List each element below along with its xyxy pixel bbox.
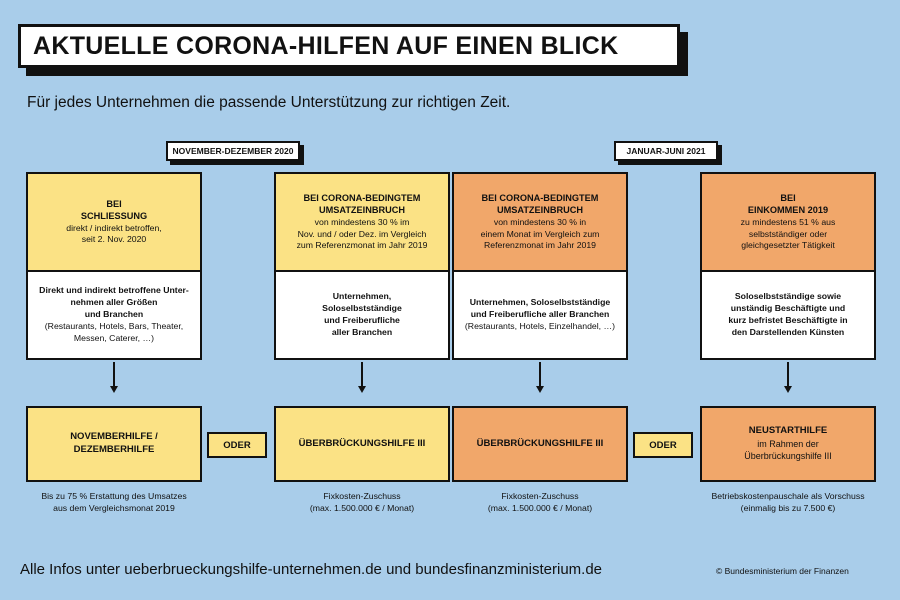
oder-badge: ODER	[633, 432, 693, 458]
caption-line: Fixkosten-Zuschuss	[501, 491, 579, 501]
card-target-text: Soloselbstständige	[322, 302, 402, 313]
oder-badge: ODER	[207, 432, 267, 458]
program-title: NOVEMBERHILFE /	[70, 431, 158, 443]
footer-links-text: Alle Infos unter ueberbrueckungshilfe-un…	[20, 561, 603, 578]
card-target-text: Soloselbstständige sowie	[734, 290, 842, 301]
program-box-bridging-aid-2021: ÜBERBRÜCKUNGSHILFE III	[452, 406, 628, 482]
card-target-text: Direkt und indirekt betroffene Unter-	[39, 284, 189, 295]
arrow-down-icon	[539, 362, 541, 386]
card-target-text: (Restaurants, Hotels, Bars, Theater,	[44, 321, 184, 332]
card-condition: BEI SCHLIESSUNG direkt / indirekt betrof…	[28, 174, 200, 272]
card-heading: UMSATZEINBRUCH	[318, 205, 406, 216]
arrow-down-icon	[113, 362, 115, 386]
card-target-text: nehmen aller Größen	[70, 296, 158, 307]
caption-line: (einmalig bis zu 7.500 €)	[740, 503, 836, 514]
page-subtitle: Für jedes Unternehmen die passende Unter…	[27, 94, 511, 111]
period-tag-second: JANUAR-JUNI 2021	[614, 141, 718, 161]
card-text: zum Referenzmonat im Jahr 2019	[296, 240, 428, 251]
card-text: selbstständiger oder	[748, 228, 828, 239]
eligibility-card-revenue-drop-2020: BEI CORONA-BEDINGTEM UMSATZEINBRUCH von …	[274, 172, 450, 360]
card-text: gleichgesetzter Tätigkeit	[741, 240, 835, 251]
card-heading: SCHLIESSUNG	[80, 211, 148, 222]
card-target-text: Unternehmen, Soloselbstständige	[469, 296, 611, 307]
program-subtitle: im Rahmen der	[757, 439, 819, 450]
arrow-head-icon	[536, 386, 544, 393]
caption-line: Bis zu 75 % Erstattung des Umsatzes	[41, 491, 187, 501]
card-text: Referenzmonat im Jahr 2019	[483, 240, 597, 251]
copyright-text: © Bundesministerium der Finanzen	[716, 566, 849, 576]
program-box-restart-aid: NEUSTARTHILFE im Rahmen der Überbrückung…	[700, 406, 876, 482]
program-title: ÜBERBRÜCKUNGSHILFE III	[476, 437, 604, 449]
card-condition: BEI CORONA-BEDINGTEM UMSATZEINBRUCH von …	[276, 174, 448, 272]
card-condition: BEI CORONA-BEDINGTEM UMSATZEINBRUCH von …	[454, 174, 626, 272]
card-text: zu mindestens 51 % aus	[740, 216, 836, 227]
card-target-text: und Branchen	[84, 308, 144, 319]
eligibility-card-income-2019: BEI EINKOMMEN 2019 zu mindestens 51 % au…	[700, 172, 876, 360]
eligibility-card-closure: BEI SCHLIESSUNG direkt / indirekt betrof…	[26, 172, 202, 360]
card-target-text: (Restaurants, Hotels, Einzelhandel, …)	[464, 321, 616, 332]
program-title: DEZEMBERHILFE	[73, 444, 155, 455]
card-heading: UMSATZEINBRUCH	[496, 205, 584, 216]
period-label-first: NOVEMBER-DEZEMBER 2020	[172, 146, 294, 156]
oder-label: ODER	[649, 439, 677, 451]
program-box-november-december: NOVEMBERHILFE / DEZEMBERHILFE	[26, 406, 202, 482]
program-title: ÜBERBRÜCKUNGSHILFE III	[298, 437, 426, 449]
page-title: AKTUELLE CORONA-HILFEN AUF EINEN BLICK	[33, 31, 619, 60]
card-target-text: und Freiberufliche aller Branchen	[470, 308, 610, 319]
eligibility-card-revenue-drop-2021: BEI CORONA-BEDINGTEM UMSATZEINBRUCH von …	[452, 172, 628, 360]
caption-line: (max. 1.500.000 € / Monat)	[487, 503, 593, 514]
title-box: AKTUELLE CORONA-HILFEN AUF EINEN BLICK	[18, 24, 680, 68]
program-box-bridging-aid-2020: ÜBERBRÜCKUNGSHILFE III	[274, 406, 450, 482]
card-target-text: unständig Beschäftigte und	[730, 302, 846, 313]
card-target-text: den Darstellenden Künsten	[731, 327, 845, 338]
card-target-group: Unternehmen, Soloselbstständige und Frei…	[454, 270, 626, 358]
card-heading: BEI	[780, 192, 796, 203]
card-text: einem Monat im Vergleich zum	[480, 228, 600, 239]
card-text: seit 2. Nov. 2020	[81, 234, 147, 245]
arrow-head-icon	[110, 386, 118, 393]
caption-line: Betriebskostenpauschale als Vorschuss	[711, 491, 865, 501]
card-target-text: aller Branchen	[331, 327, 393, 338]
card-heading: BEI CORONA-BEDINGTEM	[303, 192, 421, 203]
card-target-group: Unternehmen, Soloselbstständige und Frei…	[276, 270, 448, 358]
program-title: NEUSTARTHILFE	[748, 425, 828, 437]
arrow-down-icon	[787, 362, 789, 386]
caption-line: Fixkosten-Zuschuss	[323, 491, 401, 501]
program-caption: Fixkosten-Zuschuss (max. 1.500.000 € / M…	[264, 490, 460, 514]
card-text: Nov. und / oder Dez. im Vergleich	[297, 228, 427, 239]
period-tag-first: NOVEMBER-DEZEMBER 2020	[166, 141, 300, 161]
period-label-second: JANUAR-JUNI 2021	[626, 146, 706, 156]
card-text: direkt / indirekt betroffen,	[66, 222, 162, 233]
arrow-down-icon	[361, 362, 363, 386]
card-target-group: Soloselbstständige sowie unständig Besch…	[702, 270, 874, 358]
arrow-head-icon	[784, 386, 792, 393]
program-caption: Fixkosten-Zuschuss (max. 1.500.000 € / M…	[442, 490, 638, 514]
program-subtitle: Überbrückungshilfe III	[744, 451, 832, 462]
card-target-text: Messen, Caterer, …)	[73, 333, 155, 344]
program-caption: Betriebskostenpauschale als Vorschuss (e…	[684, 490, 892, 514]
card-condition: BEI EINKOMMEN 2019 zu mindestens 51 % au…	[702, 174, 874, 272]
card-heading: BEI CORONA-BEDINGTEM	[481, 192, 599, 203]
card-heading: BEI	[106, 198, 122, 209]
caption-line: (max. 1.500.000 € / Monat)	[309, 503, 415, 514]
card-text: von mindestens 30 % im	[314, 216, 410, 227]
arrow-head-icon	[358, 386, 366, 393]
program-caption: Bis zu 75 % Erstattung des Umsatzes aus …	[16, 490, 212, 514]
card-text: von mindestens 30 % in	[493, 216, 587, 227]
caption-line: aus dem Vergleichsmonat 2019	[53, 503, 175, 514]
card-target-text: kurz befristet Beschäftigte in	[728, 315, 848, 325]
card-target-text: und Freiberufliche	[324, 315, 400, 325]
oder-label: ODER	[223, 439, 251, 451]
card-target-group: Direkt und indirekt betroffene Unter- ne…	[28, 270, 200, 358]
card-target-text: Unternehmen,	[332, 290, 392, 301]
card-heading: EINKOMMEN 2019	[747, 205, 829, 216]
